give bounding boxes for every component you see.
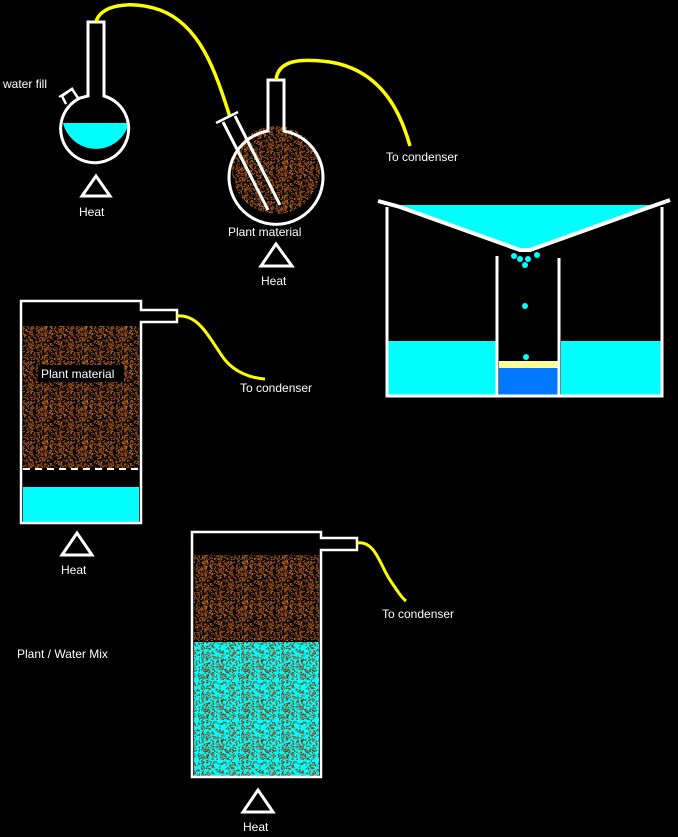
condenser-cone bbox=[377, 198, 671, 252]
heat-label: Heat bbox=[261, 274, 287, 288]
to-condenser-label: To condenser bbox=[240, 381, 312, 395]
water-flask bbox=[58, 20, 131, 165]
condenser-coolant bbox=[400, 205, 650, 250]
plant-material-top bbox=[194, 555, 319, 641]
vapor-tube bbox=[274, 58, 412, 147]
heat-icon bbox=[258, 241, 295, 268]
separator-water-right bbox=[561, 341, 661, 396]
vapor-tube bbox=[176, 314, 266, 381]
plant-flask bbox=[215, 78, 325, 226]
steam-tube bbox=[94, 3, 232, 118]
heat-label: Heat bbox=[79, 205, 105, 219]
condensate-droplets bbox=[511, 252, 540, 360]
flask-plant-material bbox=[232, 126, 320, 214]
heat-icon bbox=[59, 530, 95, 557]
steam-inlet-tube bbox=[221, 115, 282, 211]
oil-layer bbox=[499, 361, 558, 368]
vapor-tube bbox=[356, 541, 407, 603]
heat-icon bbox=[79, 173, 113, 198]
steam-still bbox=[19, 299, 179, 525]
still-water bbox=[23, 487, 139, 522]
water-still bbox=[190, 530, 359, 779]
to-condenser-label: To condenser bbox=[386, 150, 458, 164]
water-fill-label: water fill bbox=[2, 77, 47, 91]
to-condenser-label: To condenser bbox=[382, 607, 454, 621]
plant-water-mix bbox=[194, 642, 319, 776]
plant-material-label: Plant material bbox=[228, 225, 301, 239]
hydrosol-layer bbox=[499, 368, 558, 395]
plant-material-label: Plant material bbox=[41, 367, 114, 381]
separator-water-left bbox=[388, 341, 496, 396]
separator-vessel bbox=[377, 198, 671, 398]
plant-material-bed bbox=[23, 326, 139, 468]
flask-water bbox=[63, 123, 129, 149]
plant-water-mix-label: Plant / Water Mix bbox=[17, 647, 108, 661]
heat-icon bbox=[240, 787, 276, 814]
heat-label: Heat bbox=[243, 820, 269, 834]
heat-label: Heat bbox=[61, 563, 87, 577]
